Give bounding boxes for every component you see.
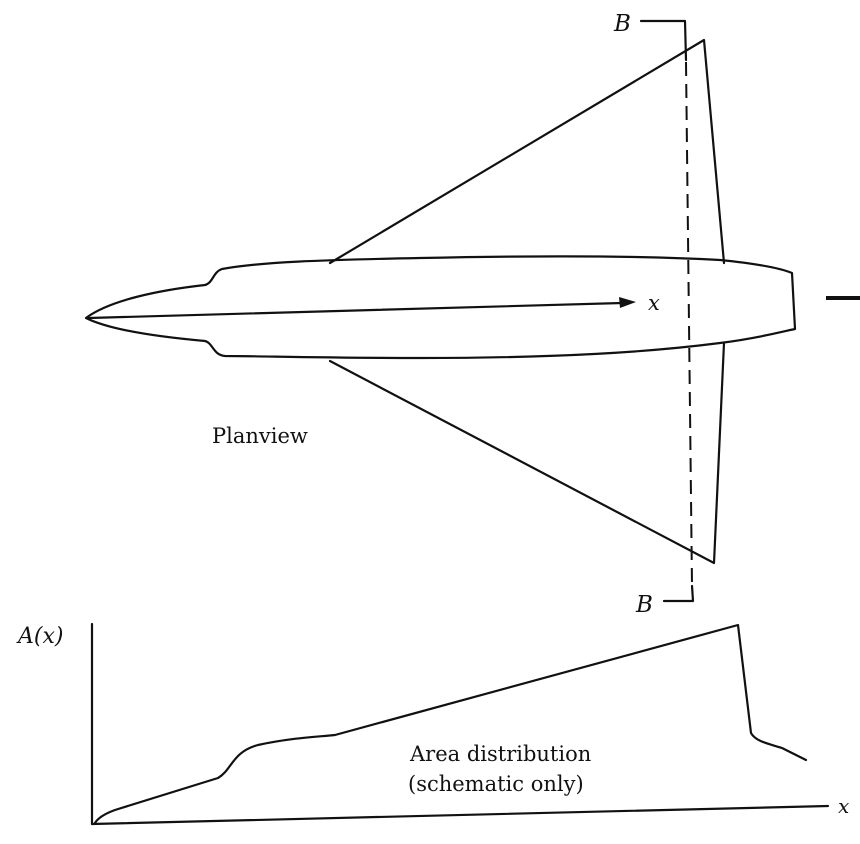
section-label-bottom: B (635, 592, 653, 618)
upper-wing (328, 38, 726, 265)
x-axis-arrowhead (619, 297, 636, 308)
plot-x-label: x (838, 794, 849, 818)
section-label-top: B (613, 11, 631, 37)
area-distribution-plot: A(x) x Area distribution (schematic only… (16, 622, 849, 826)
plot-x-axis (90, 804, 830, 826)
section-cut-bottom (662, 584, 695, 603)
section-cut-dashed (685, 61, 693, 586)
plot-caption-line2: (schematic only) (408, 772, 584, 796)
planview: x B B Planview (84, 11, 860, 618)
fuselage (84, 255, 797, 360)
plot-y-label: A(x) (16, 624, 63, 649)
planview-caption: Planview (212, 424, 308, 448)
area-curve (93, 623, 808, 825)
plot-caption-line1: Area distribution (409, 742, 591, 766)
x-axis-label: x (648, 291, 660, 315)
x-axis-line (87, 301, 624, 320)
lower-wing (328, 341, 726, 565)
section-cut-top (639, 19, 688, 62)
